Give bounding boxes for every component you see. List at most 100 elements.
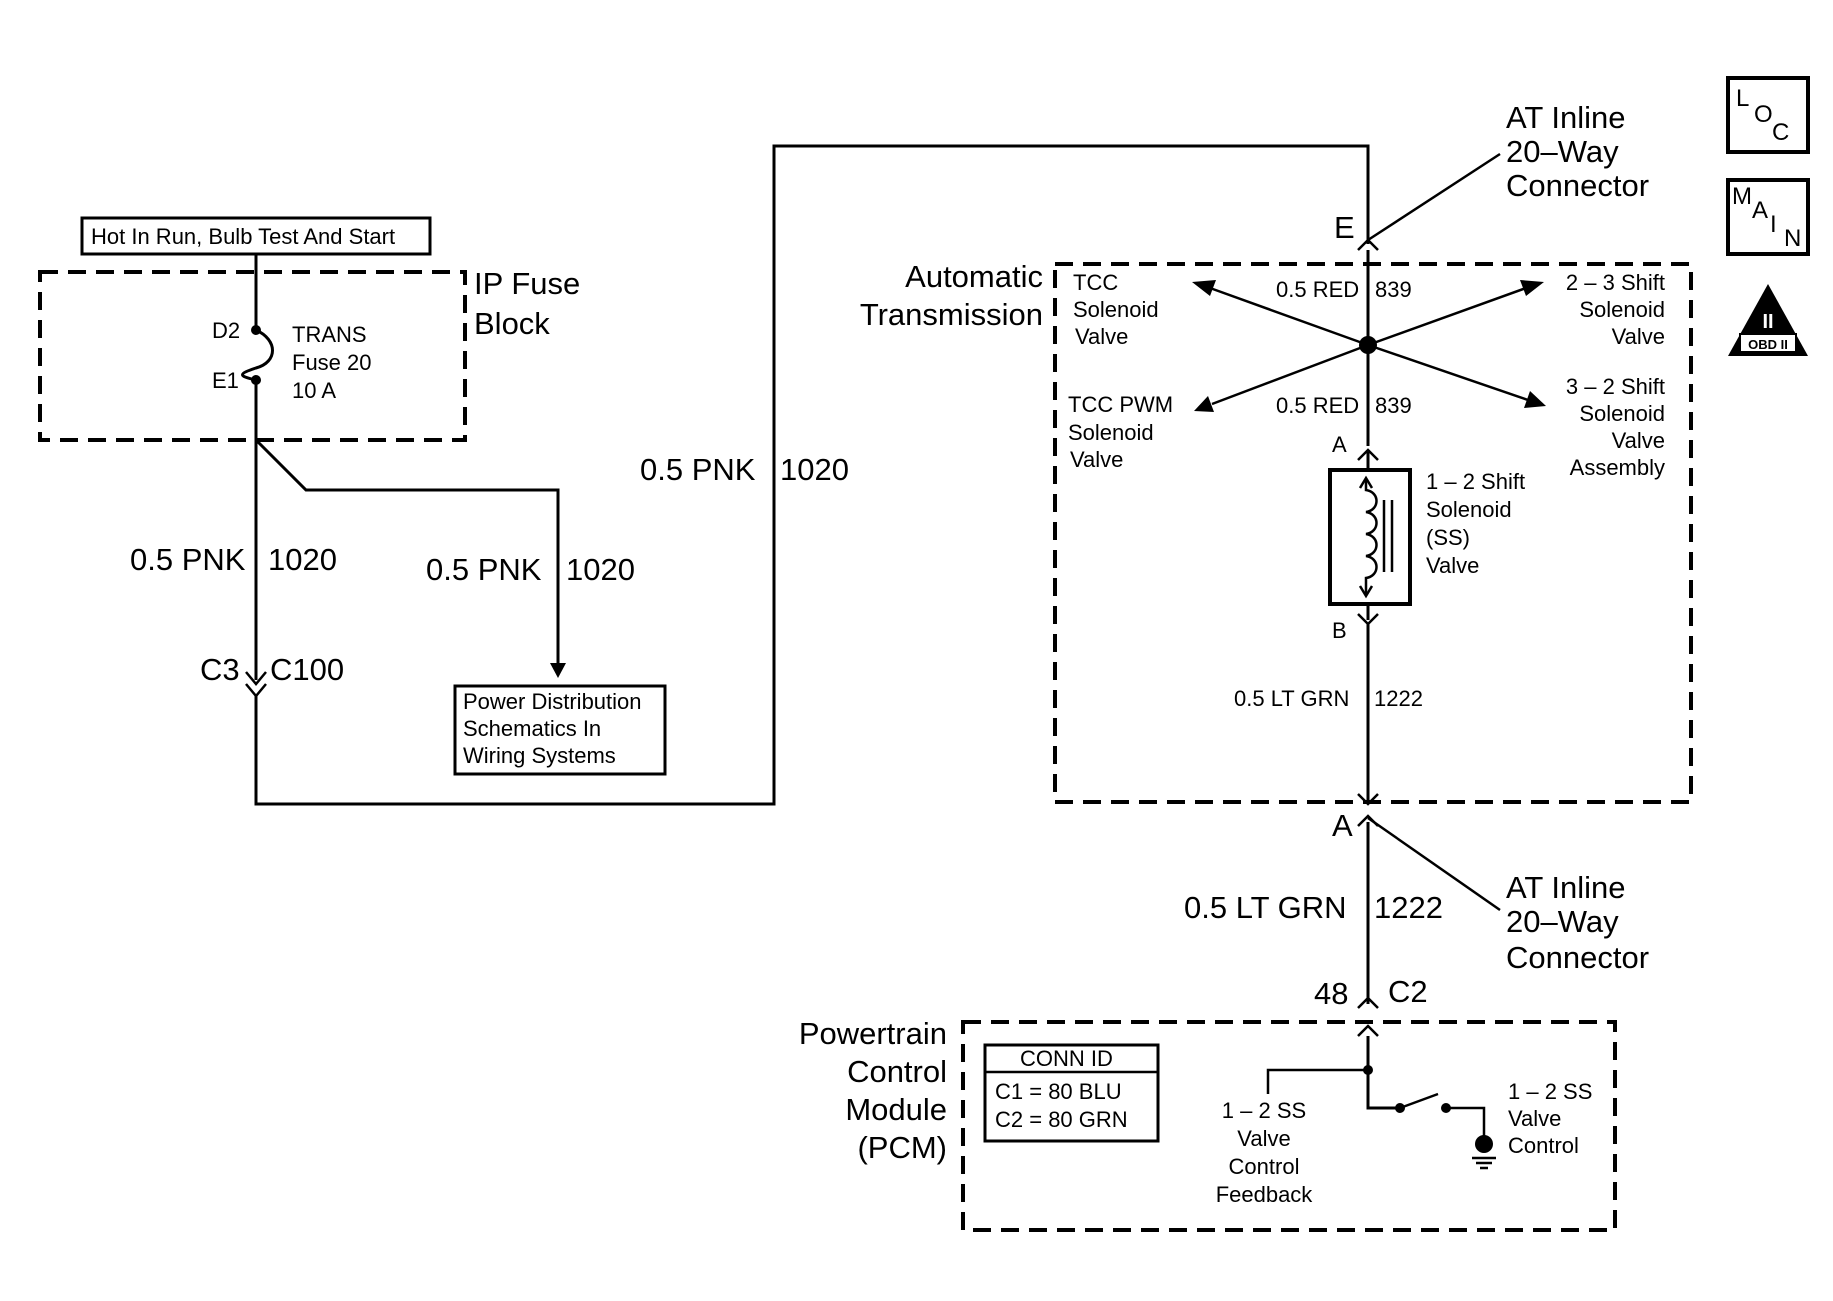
- left-wire-circuit: 1020: [268, 542, 337, 577]
- mid-wire-circuit: 1020: [780, 452, 849, 487]
- grn-inner-circuit: 1222: [1374, 686, 1423, 711]
- pcm-pin-48: 48: [1314, 976, 1348, 1011]
- pcm-input-wire: [1366, 1036, 1400, 1110]
- branch-to-shift-23: [1367, 280, 1544, 347]
- tcc-solenoid-label-3: Valve: [1075, 324, 1128, 349]
- branch-wire: [254, 438, 560, 665]
- red-top-circuit: 839: [1375, 277, 1412, 302]
- feedback-label-2: Valve: [1237, 1126, 1290, 1151]
- feedback-wire: [1266, 1068, 1368, 1094]
- pcm-conn-c2: C2: [1388, 974, 1428, 1009]
- trans-fuse: [241, 254, 274, 680]
- svg-text:I: I: [1770, 211, 1777, 238]
- ss-label-4: Valve: [1426, 553, 1479, 578]
- pcm-title-3: Module: [845, 1092, 947, 1127]
- ip-fuse-block-title-2: Block: [474, 306, 550, 341]
- svg-text:L: L: [1736, 85, 1749, 112]
- pcm-title-2: Control: [847, 1054, 947, 1089]
- svg-text:C1 = 80 BLU: C1 = 80 BLU: [995, 1079, 1122, 1104]
- tcc-pwm-label: TCC PWM: [1068, 392, 1173, 417]
- ip-fuse-block-outline: [38, 270, 467, 442]
- inline-top-label-2: 20–Way: [1506, 134, 1619, 169]
- fuse-number: Fuse 20: [292, 350, 372, 375]
- automatic-transmission-title-2: Transmission: [860, 297, 1043, 332]
- obd-ii-icon[interactable]: II OBD II: [1728, 284, 1808, 356]
- power-distribution-reference: Power Distribution Schematics In Wiring …: [453, 684, 667, 776]
- svg-text:Wiring Systems: Wiring Systems: [463, 743, 616, 768]
- svg-text:M: M: [1732, 183, 1752, 210]
- shift-32-label: 3 – 2 Shift: [1566, 374, 1665, 399]
- switch-icon: [1395, 1092, 1486, 1140]
- svg-text:O: O: [1754, 101, 1773, 128]
- feedback-label-4: Feedback: [1216, 1182, 1314, 1207]
- inline-bottom-label: AT Inline: [1506, 870, 1625, 905]
- solenoid-coil-icon: [1328, 468, 1412, 606]
- automatic-transmission-outline: [1053, 262, 1693, 804]
- inline-top-label: AT Inline: [1506, 100, 1625, 135]
- shift-32-label-2: Solenoid: [1579, 401, 1665, 426]
- left-wire-gauge: 0.5 PNK: [130, 542, 246, 577]
- ss-label-2: Solenoid: [1426, 497, 1512, 522]
- inline-top-pin: E: [1334, 210, 1355, 245]
- inline-bottom-label-3: Connector: [1506, 940, 1649, 975]
- svg-text:II: II: [1762, 311, 1773, 333]
- fuse-name: TRANS: [292, 322, 367, 347]
- automatic-transmission-title: Automatic: [905, 259, 1043, 294]
- fuse-pin-d2: D2: [212, 318, 240, 343]
- fuse-rating: 10 A: [292, 378, 336, 403]
- pcm-connector-icon: [1357, 996, 1379, 1037]
- main-icon[interactable]: M A I N: [1726, 178, 1810, 256]
- shift-23-label-2: Solenoid: [1579, 297, 1665, 322]
- pcm-junction-dot: [1363, 1065, 1373, 1075]
- shift-32-label-3: Valve: [1612, 428, 1665, 453]
- inline-top-label-3: Connector: [1506, 168, 1649, 203]
- branch-wire-circuit: 1020: [566, 552, 635, 587]
- conn-id-table: CONN ID C1 = 80 BLU C2 = 80 GRN: [983, 1043, 1160, 1143]
- svg-text:OBD II: OBD II: [1748, 337, 1788, 352]
- red-top-gauge: 0.5 RED: [1276, 277, 1359, 302]
- svg-text:CONN ID: CONN ID: [1020, 1046, 1113, 1071]
- shift-32-label-4: Assembly: [1570, 455, 1665, 480]
- hot-in-run-label: Hot In Run, Bulb Test And Start: [80, 216, 432, 256]
- branch-wire-gauge: 0.5 PNK: [426, 552, 542, 587]
- pcm-title-4: (PCM): [857, 1130, 947, 1165]
- inline-bottom-pin: A: [1332, 808, 1353, 843]
- control-label-2: Valve: [1508, 1106, 1561, 1131]
- red-bottom-gauge: 0.5 RED: [1276, 393, 1359, 418]
- fuse-pin-e1: E1: [212, 368, 239, 393]
- svg-text:Power Distribution: Power Distribution: [463, 689, 642, 714]
- svg-text:N: N: [1784, 225, 1801, 252]
- red-bottom-circuit: 839: [1375, 393, 1412, 418]
- inline-bottom-label-2: 20–Way: [1506, 904, 1619, 939]
- svg-text:Schematics In: Schematics In: [463, 716, 601, 741]
- inline-bottom-leader: [1367, 816, 1501, 912]
- svg-text:C: C: [1772, 119, 1789, 146]
- pnk-route-wire: [254, 144, 1370, 806]
- shift-23-label: 2 – 3 Shift: [1566, 270, 1665, 295]
- grn-outer-circuit: 1222: [1374, 890, 1443, 925]
- control-label-3: Control: [1508, 1133, 1579, 1158]
- svg-text:Hot In Run, Bulb Test And Star: Hot In Run, Bulb Test And Start: [91, 224, 395, 249]
- tcc-solenoid-label-2: Solenoid: [1073, 297, 1159, 322]
- grn-outer-gauge: 0.5 LT GRN: [1184, 890, 1347, 925]
- grn-inner-gauge: 0.5 LT GRN: [1234, 686, 1349, 711]
- shift-23-label-3: Valve: [1612, 324, 1665, 349]
- inline-top-leader: [1367, 152, 1501, 242]
- feedback-label: 1 – 2 SS: [1222, 1098, 1306, 1123]
- tcc-pwm-label-2: Solenoid: [1068, 420, 1154, 445]
- feedback-label-3: Control: [1229, 1154, 1300, 1179]
- ss-pin-a-icon: [1357, 448, 1379, 461]
- branch-to-tcc-pwm: [1194, 343, 1369, 412]
- branch-to-tcc: [1192, 280, 1369, 347]
- tcc-pwm-label-3: Valve: [1070, 447, 1123, 472]
- ground-icon: [1472, 1135, 1496, 1170]
- branch-arrow-icon: [550, 663, 566, 678]
- control-label: 1 – 2 SS: [1508, 1079, 1592, 1104]
- ss-pin-b: B: [1332, 618, 1347, 643]
- connector-c3: C3: [200, 652, 240, 687]
- ip-fuse-block-title: IP Fuse: [474, 266, 580, 301]
- branch-to-shift-32: [1367, 343, 1546, 408]
- loc-icon[interactable]: L O C: [1726, 76, 1810, 154]
- tcc-solenoid-label: TCC: [1073, 270, 1118, 295]
- svg-text:C2 = 80 GRN: C2 = 80 GRN: [995, 1107, 1128, 1132]
